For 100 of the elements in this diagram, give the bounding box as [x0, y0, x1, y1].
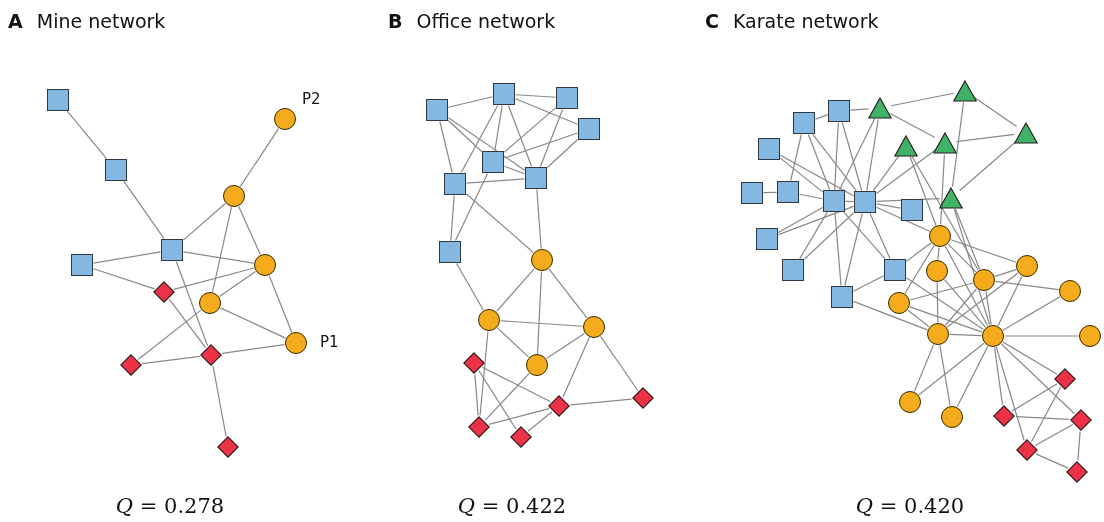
- square-node: [828, 100, 850, 122]
- diamond-node: [120, 354, 142, 376]
- circle-node: [927, 323, 949, 345]
- square-node: [831, 286, 853, 308]
- edge-line: [460, 104, 499, 174]
- edge-line: [798, 193, 824, 200]
- edge-line: [527, 411, 553, 432]
- edge-line: [1015, 416, 1070, 420]
- edge-line: [779, 157, 824, 193]
- edge-line: [994, 280, 1060, 291]
- diamond-node: [1054, 368, 1076, 390]
- square-node: [47, 89, 69, 111]
- edge-line: [940, 153, 945, 226]
- edge-line: [182, 251, 255, 264]
- edge-line: [995, 346, 1025, 441]
- edge-line: [503, 107, 557, 153]
- square-node: [758, 138, 780, 160]
- square-node: [901, 199, 923, 221]
- edge-line: [478, 370, 517, 430]
- edge-line: [481, 366, 552, 403]
- circle-node: [254, 254, 276, 276]
- modularity-value: Q = 0.422: [457, 494, 567, 518]
- edge-line: [447, 96, 494, 108]
- square-node: [793, 112, 815, 134]
- square-node: [578, 118, 600, 140]
- edge-line: [956, 345, 989, 408]
- diamond-node: [632, 387, 654, 409]
- edge-line: [465, 193, 534, 254]
- square-node: [782, 259, 804, 281]
- edge-line: [875, 197, 941, 203]
- edge-line: [944, 288, 978, 326]
- edge-line: [849, 108, 870, 111]
- edge-line: [514, 94, 557, 98]
- panel-title: A Mine network: [8, 10, 166, 32]
- edge-line: [807, 133, 831, 191]
- edge-line: [496, 268, 535, 312]
- edge-line: [268, 275, 293, 333]
- edge-line: [507, 104, 533, 168]
- square-node: [854, 191, 876, 213]
- edge-line: [950, 239, 1017, 263]
- edge-line: [168, 298, 207, 349]
- edge-line: [212, 365, 227, 437]
- edge-line: [439, 120, 453, 174]
- edge-line: [866, 118, 879, 192]
- edge-line: [484, 372, 530, 422]
- edge-line: [905, 277, 985, 331]
- edge-line: [790, 133, 802, 182]
- edge-line: [536, 270, 543, 355]
- edge-line: [488, 408, 550, 425]
- circle-node: [899, 391, 921, 413]
- square-node: [741, 182, 763, 204]
- triangle-node: [894, 135, 918, 157]
- edge-line: [889, 112, 936, 139]
- edge-line: [904, 245, 935, 294]
- circle-node: [1016, 255, 1038, 277]
- edge-line: [219, 307, 287, 339]
- edge-line: [907, 309, 930, 328]
- edge-line: [918, 342, 985, 396]
- square-node: [525, 167, 547, 189]
- edge-line: [238, 205, 261, 256]
- edge-line: [92, 268, 156, 290]
- edge-line: [841, 121, 863, 192]
- circle-node: [478, 309, 500, 331]
- edge-line: [946, 272, 1019, 328]
- square-node: [105, 159, 127, 181]
- edge-line: [1077, 431, 1081, 461]
- edge-line: [779, 154, 855, 197]
- circle-node: [583, 316, 605, 338]
- square-node: [493, 83, 515, 105]
- edge-line: [875, 203, 902, 209]
- square-node: [482, 151, 504, 173]
- edge-line: [499, 320, 584, 327]
- edge-line: [799, 211, 828, 260]
- edge-line: [447, 117, 526, 171]
- circle-node: [888, 292, 910, 314]
- circle-node: [285, 332, 307, 354]
- edge-line: [1011, 383, 1058, 412]
- edge-line: [454, 172, 489, 242]
- edge-line: [911, 155, 979, 271]
- modularity-value: Q = 0.278: [115, 494, 225, 518]
- edge-line: [994, 268, 1017, 278]
- circle-node: [274, 108, 296, 130]
- edge-line: [1035, 453, 1069, 469]
- square-node: [426, 99, 448, 121]
- triangle-node: [953, 80, 977, 102]
- edge-line: [92, 251, 162, 264]
- node-label: P2: [302, 90, 321, 108]
- circle-node: [199, 292, 221, 314]
- edge-line: [939, 344, 951, 407]
- edge-line: [562, 336, 590, 398]
- edge-line: [182, 202, 226, 241]
- edge-line: [123, 180, 165, 240]
- edge-line: [852, 275, 885, 292]
- circle-node: [531, 249, 553, 271]
- edge-line: [948, 333, 983, 337]
- circle-node: [1079, 325, 1101, 347]
- circle-node: [926, 260, 948, 282]
- edge-line: [239, 128, 280, 187]
- edge-line: [545, 332, 586, 360]
- square-node: [161, 239, 183, 261]
